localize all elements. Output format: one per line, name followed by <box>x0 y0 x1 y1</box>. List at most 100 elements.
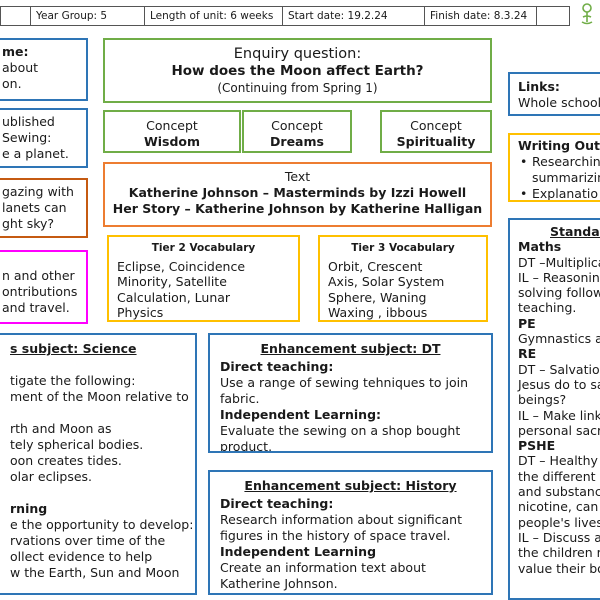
dt-subject-box: Enhancement subject: DT Direct teaching:… <box>208 333 493 453</box>
writing-bullet: Explanatio <box>518 186 600 201</box>
standalone-line: DT – Salvation <box>518 361 600 377</box>
science-heading: s subject: Science <box>10 341 137 356</box>
science-line: oon creates tides. <box>10 453 122 468</box>
left-box-theme: me: about on. <box>0 38 88 101</box>
standalone-line: the children re <box>518 545 600 561</box>
science-line: olar eclipses. <box>10 469 93 484</box>
standalone-line: IL – Make links <box>518 407 600 423</box>
standalone-heading: Standalo <box>550 224 600 239</box>
history-heading: Enhancement subject: History <box>244 478 457 493</box>
links-box: Links: Whole school <box>508 72 600 116</box>
writing-bullet-cont: summarizin <box>532 170 600 185</box>
vocab-line: Calculation, Lunar <box>117 289 231 305</box>
tier2-heading: Tier 2 Vocabulary <box>151 242 256 254</box>
tier3-vocabulary-box: Tier 3 Vocabulary Orbit, Crescent Axis, … <box>318 235 488 322</box>
vocab-line: Eclipse, Coincidence <box>117 258 246 274</box>
history-subject-box: Enhancement subject: History Direct teac… <box>208 470 493 595</box>
enquiry-question: How does the Moon affect Earth? <box>171 63 424 79</box>
maths-heading: Maths <box>518 239 562 255</box>
science-line <box>10 405 185 421</box>
pshe-heading: PSHE <box>518 438 556 454</box>
concept-dreams-box: Concept Dreams <box>242 110 352 153</box>
history-direct-label: Direct teaching: <box>220 496 334 511</box>
left-box-line: ontributions <box>2 284 78 299</box>
standalone-line: solving followi <box>518 285 600 301</box>
science-line: tigate the following: <box>10 373 136 388</box>
writing-bullet-text: Explanatio <box>532 186 598 201</box>
vocab-line: Sphere, Waning <box>328 289 427 305</box>
left-box-line: me: <box>2 44 29 59</box>
concept-value: Wisdom <box>143 134 201 149</box>
info-cell-blank <box>1 7 31 25</box>
writing-outcomes-box: Writing Outco Researchin summarizin Expl… <box>508 133 600 202</box>
start-date: Start date: 19.2.24 <box>283 7 425 25</box>
standalone-line: and substanc <box>518 484 600 500</box>
standalone-line: nicotine, can <box>518 499 599 515</box>
vocab-line: Minority, Satellite <box>117 274 227 289</box>
text-book-1: Katherine Johnson – Masterminds by Izzi … <box>128 185 467 200</box>
dt-il-label: Independent Learning: <box>220 407 382 422</box>
left-box-published: ublished Sewing: e a planet. <box>0 108 88 168</box>
left-box-line: ublished <box>2 114 55 129</box>
pe-heading: PE <box>518 315 536 331</box>
history-direct-text: Research information about significant f… <box>220 512 463 543</box>
science-line: ollect evidence to help <box>10 549 153 564</box>
tier3-heading: Tier 3 Vocabulary <box>351 242 455 254</box>
left-box-line: e a planet. <box>2 146 69 161</box>
enquiry-label: Enquiry question: <box>233 46 362 62</box>
school-logo-icon <box>576 2 598 26</box>
links-text: Whole school <box>518 95 600 110</box>
tier2-vocabulary-box: Tier 2 Vocabulary Eclipse, Coincidence M… <box>107 235 300 322</box>
science-line: w the Earth, Sun and Moon <box>10 565 180 580</box>
standalone-line: IL – Discuss an <box>518 529 600 545</box>
text-label: Text <box>284 169 311 184</box>
standalone-line: teaching. <box>518 300 577 316</box>
history-il-text: Create an information text about Katheri… <box>220 560 426 591</box>
info-cell-end <box>537 7 569 25</box>
dt-direct-text: Use a range of sewing tehniques to join … <box>220 375 469 406</box>
concept-spirituality-box: Concept Spirituality <box>380 110 492 153</box>
standalone-subjects-box: Standalo Maths DT –Multiplica IL – Reaso… <box>508 218 600 600</box>
dt-direct-label: Direct teaching: <box>220 359 334 374</box>
standalone-line: personal sacri <box>518 422 600 438</box>
text-book-2: Her Story – Katherine Johnson by Katheri… <box>112 201 483 216</box>
dt-heading: Enhancement subject: DT <box>260 341 441 356</box>
science-line: rth and Moon as <box>10 421 112 436</box>
science-line: tely spherical bodies. <box>10 437 144 452</box>
vocab-line: Axis, Solar System <box>328 274 445 289</box>
concept-wisdom-box: Concept Wisdom <box>103 110 241 153</box>
left-box-line: n and other <box>2 268 75 283</box>
standalone-line: beings? <box>518 392 567 408</box>
science-line <box>10 357 185 373</box>
standalone-line: IL – Reasoning <box>518 269 600 285</box>
concept-label: Concept <box>410 118 462 133</box>
writing-bullet-text: Researchin <box>532 154 600 169</box>
writing-heading: Writing Outco <box>518 138 600 153</box>
left-box-line: lanets can <box>2 200 67 215</box>
links-label: Links: <box>518 79 560 94</box>
science-line <box>10 485 185 501</box>
left-box-line: gazing with <box>2 184 74 199</box>
science-subject-box: s subject: Science tigate the following:… <box>0 333 197 595</box>
concept-value: Dreams <box>270 134 324 149</box>
vocab-line: Orbit, Crescent <box>328 258 423 274</box>
standalone-line: Jesus do to sa <box>518 376 600 392</box>
science-line: rning <box>10 501 48 516</box>
text-box: Text Katherine Johnson – Masterminds by … <box>103 162 492 227</box>
concept-label: Concept <box>146 118 198 133</box>
concept-value: Spirituality <box>396 134 476 149</box>
re-heading: RE <box>518 346 537 362</box>
standalone-line: Gymnastics a <box>518 331 600 347</box>
left-box-stargazing: gazing with lanets can ght sky? <box>0 178 88 238</box>
unit-info-bar: Year Group: 5 Length of unit: 6 weeks St… <box>0 6 570 26</box>
left-box-contributions: n and other ontributions and travel. <box>0 250 88 324</box>
science-line: e the opportunity to develop: <box>10 517 194 532</box>
left-box-line: and travel. <box>2 300 70 315</box>
vocab-line: Physics <box>117 305 164 320</box>
enquiry-note: (Continuing from Spring 1) <box>217 81 378 95</box>
left-box-line: Sewing: <box>2 130 52 145</box>
left-box-line: on. <box>2 76 22 91</box>
vocab-line: Waxing , ibbous <box>328 305 428 320</box>
science-line: rvations over time of the <box>10 533 166 548</box>
finish-date: Finish date: 8.3.24 <box>425 7 537 25</box>
